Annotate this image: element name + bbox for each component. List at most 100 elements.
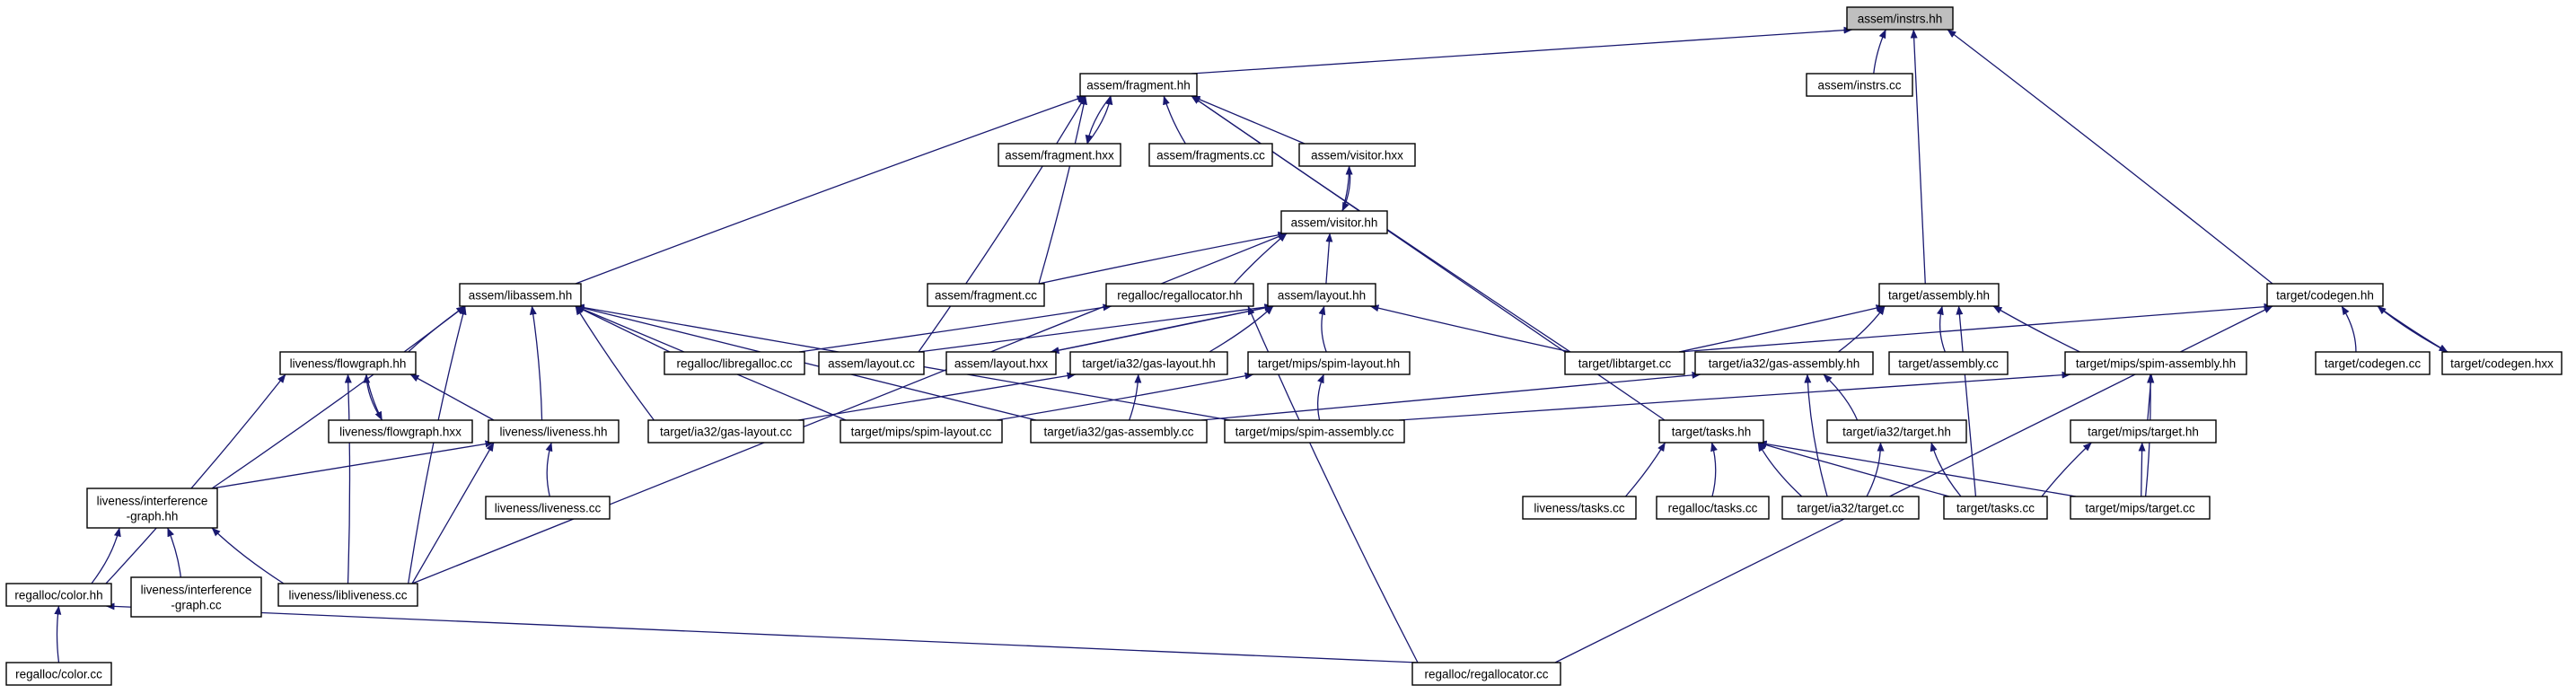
node-label: regalloc/color.cc — [15, 668, 102, 681]
node-label: liveness/flowgraph.hh — [290, 357, 407, 371]
node-ia32-gas-layout-cc[interactable]: target/ia32/gas-layout.cc — [647, 419, 804, 444]
edge-color-cc-to-color-hh — [54, 605, 62, 663]
node-libassem-hh[interactable]: assem/libassem.hh — [459, 283, 582, 307]
node-label: liveness/libliveness.cc — [288, 589, 407, 602]
node-label: regalloc/tasks.cc — [1668, 502, 1758, 515]
node-label: regalloc/libregalloc.cc — [676, 357, 792, 371]
node-color-cc[interactable]: regalloc/color.cc — [5, 662, 112, 686]
node-fragment-cc[interactable]: assem/fragment.cc — [927, 283, 1045, 307]
edge-ia32-gas-layout-cc-to-ia32-gas-layout-hh — [797, 372, 1077, 421]
node-spim-layout-hh[interactable]: target/mips/spim-layout.hh — [1247, 351, 1411, 375]
node-fragment-hxx[interactable]: assem/fragment.hxx — [998, 143, 1121, 167]
node-label: assem/visitor.hh — [1291, 216, 1378, 230]
edge-fragment-cc-to-visitor-hh — [1038, 231, 1288, 285]
node-ia32-gas-layout-hh[interactable]: target/ia32/gas-layout.hh — [1069, 351, 1228, 375]
node-interference-graph-cc[interactable]: liveness/interference-graph.cc — [130, 576, 262, 618]
edge-codegen-hh-to-codegen-hxx — [2377, 305, 2449, 353]
node-spim-layout-cc[interactable]: target/mips/spim-layout.cc — [840, 419, 1003, 444]
node-mips-target-cc[interactable]: target/mips/target.cc — [2070, 496, 2211, 520]
node-liveness-tasks-cc[interactable]: liveness/tasks.cc — [1522, 496, 1637, 520]
node-label: target/assembly.cc — [1898, 357, 1999, 371]
node-visitor-hxx[interactable]: assem/visitor.hxx — [1298, 143, 1416, 167]
edge-assembly-hh-to-instrs-hh — [1910, 29, 1926, 285]
node-tasks-hh[interactable]: target/tasks.hh — [1658, 419, 1764, 444]
node-box — [1522, 496, 1637, 520]
node-box — [840, 419, 1003, 444]
node-regallocator-cc[interactable]: regalloc/regallocator.cc — [1411, 662, 1561, 686]
edge-libliveness-cc-to-interference-graph-hh — [211, 527, 285, 584]
node-label: liveness/interference — [97, 495, 208, 508]
node-box — [279, 351, 417, 375]
node-target-tasks-cc[interactable]: target/tasks.cc — [1943, 496, 2048, 520]
node-label: regalloc/regallocator.hh — [1117, 289, 1243, 303]
node-layout-hh[interactable]: assem/layout.hh — [1267, 283, 1376, 307]
node-flowgraph-hxx[interactable]: liveness/flowgraph.hxx — [328, 419, 473, 444]
edge-spim-layout-cc-to-spim-layout-hh — [996, 372, 1254, 421]
node-box — [1781, 496, 1920, 520]
node-liveness-hh[interactable]: liveness/liveness.hh — [488, 419, 620, 444]
node-flowgraph-hh[interactable]: liveness/flowgraph.hh — [279, 351, 417, 375]
edge-layout-hh-to-visitor-hh — [1325, 233, 1333, 285]
node-regalloc-tasks-cc[interactable]: regalloc/tasks.cc — [1656, 496, 1770, 520]
node-liveness-cc[interactable]: liveness/liveness.cc — [485, 496, 611, 520]
edge-libregalloc-cc-to-libassem-hh — [575, 305, 671, 353]
node-label: target/ia32/gas-layout.hh — [1082, 357, 1216, 371]
edge-liveness-hh-to-flowgraph-hh — [409, 373, 495, 421]
edge-fragments-cc-to-fragment-hh — [1163, 95, 1186, 145]
node-box — [1658, 419, 1764, 444]
node-label: target/ia32/gas-assembly.hh — [1709, 357, 1860, 371]
edge-ia32-gas-assembly-cc-to-ia32-gas-assembly-hh — [1200, 371, 1701, 421]
edge-spim-assembly-cc-to-spim-layout-hh — [1317, 373, 1325, 421]
edge-fragment-hh-to-instrs-hh — [1191, 26, 1853, 75]
node-codegen-hh[interactable]: target/codegen.hh — [2266, 283, 2384, 307]
node-assembly-hh[interactable]: target/assembly.hh — [1878, 283, 2000, 307]
edge-layout-cc-to-fragment-hh — [918, 95, 1086, 353]
edge-libliveness-cc-to-flowgraph-hh — [344, 373, 352, 584]
edge-libassem-hh-to-fragment-hh — [575, 95, 1086, 285]
edge-libtarget-cc-to-assembly-hh — [1678, 304, 1886, 353]
node-box — [5, 583, 112, 607]
node-box — [1298, 143, 1416, 167]
node-label: assem/fragments.cc — [1156, 149, 1265, 163]
node-ia32-target-hh[interactable]: target/ia32/target.hh — [1826, 419, 1967, 444]
node-regallocator-hh[interactable]: regalloc/regallocator.hh — [1105, 283, 1254, 307]
node-box — [1943, 496, 2048, 520]
node-spim-assembly-hh[interactable]: target/mips/spim-assembly.hh — [2064, 351, 2247, 375]
node-box — [1148, 143, 1273, 167]
node-assembly-cc[interactable]: target/assembly.cc — [1888, 351, 2009, 375]
node-fragments-cc[interactable]: assem/fragments.cc — [1148, 143, 1273, 167]
node-codegen-hxx[interactable]: target/codegen.hxx — [2441, 351, 2563, 375]
node-label: target/tasks.cc — [1956, 502, 2035, 515]
node-layout-cc[interactable]: assem/layout.cc — [818, 351, 925, 375]
node-libliveness-cc[interactable]: liveness/libliveness.cc — [277, 583, 418, 607]
node-instrs-hh[interactable]: assem/instrs.hh — [1846, 6, 1954, 31]
node-instrs-cc[interactable]: assem/instrs.cc — [1806, 73, 1913, 97]
node-box — [1656, 496, 1770, 520]
edge-flowgraph-hh-to-flowgraph-hxx — [365, 373, 383, 421]
node-ia32-gas-assembly-cc[interactable]: target/ia32/gas-assembly.cc — [1030, 419, 1208, 444]
node-ia32-target-cc[interactable]: target/ia32/target.cc — [1781, 496, 1920, 520]
edge-ia32-gas-assembly-cc-to-ia32-gas-layout-hh — [1129, 373, 1142, 421]
node-fragment-hh[interactable]: assem/fragment.hh — [1079, 73, 1198, 97]
node-color-hh[interactable]: regalloc/color.hh — [5, 583, 112, 607]
node-spim-assembly-cc[interactable]: target/mips/spim-assembly.cc — [1224, 419, 1405, 444]
edge-mips-target-cc-to-tasks-hh — [1757, 440, 2077, 497]
node-box — [2441, 351, 2563, 375]
node-libregalloc-cc[interactable]: regalloc/libregalloc.cc — [664, 351, 805, 375]
edge-regalloc-tasks-cc-to-tasks-hh — [1710, 442, 1718, 497]
node-visitor-hh[interactable]: assem/visitor.hh — [1280, 210, 1388, 234]
node-libtarget-cc[interactable]: target/libtarget.cc — [1564, 351, 1685, 375]
node-label: target/codegen.hh — [2276, 289, 2374, 303]
edge-libtarget-cc-to-codegen-hh — [1678, 303, 2273, 353]
node-codegen-cc[interactable]: target/codegen.cc — [2315, 351, 2431, 375]
node-layout-hxx[interactable]: assem/layout.hxx — [945, 351, 1057, 375]
node-box — [488, 419, 620, 444]
node-mips-target-hh[interactable]: target/mips/target.hh — [2070, 419, 2217, 444]
node-interference-graph-hh[interactable]: liveness/interference-graph.hh — [86, 488, 218, 529]
edge-ia32-gas-layout-hh-to-layout-hh — [1209, 305, 1274, 353]
node-ia32-gas-assembly-hh[interactable]: target/ia32/gas-assembly.hh — [1694, 351, 1874, 375]
node-label: target/ia32/target.hh — [1842, 426, 1951, 439]
node-box — [1806, 73, 1913, 97]
node-box — [485, 496, 611, 520]
